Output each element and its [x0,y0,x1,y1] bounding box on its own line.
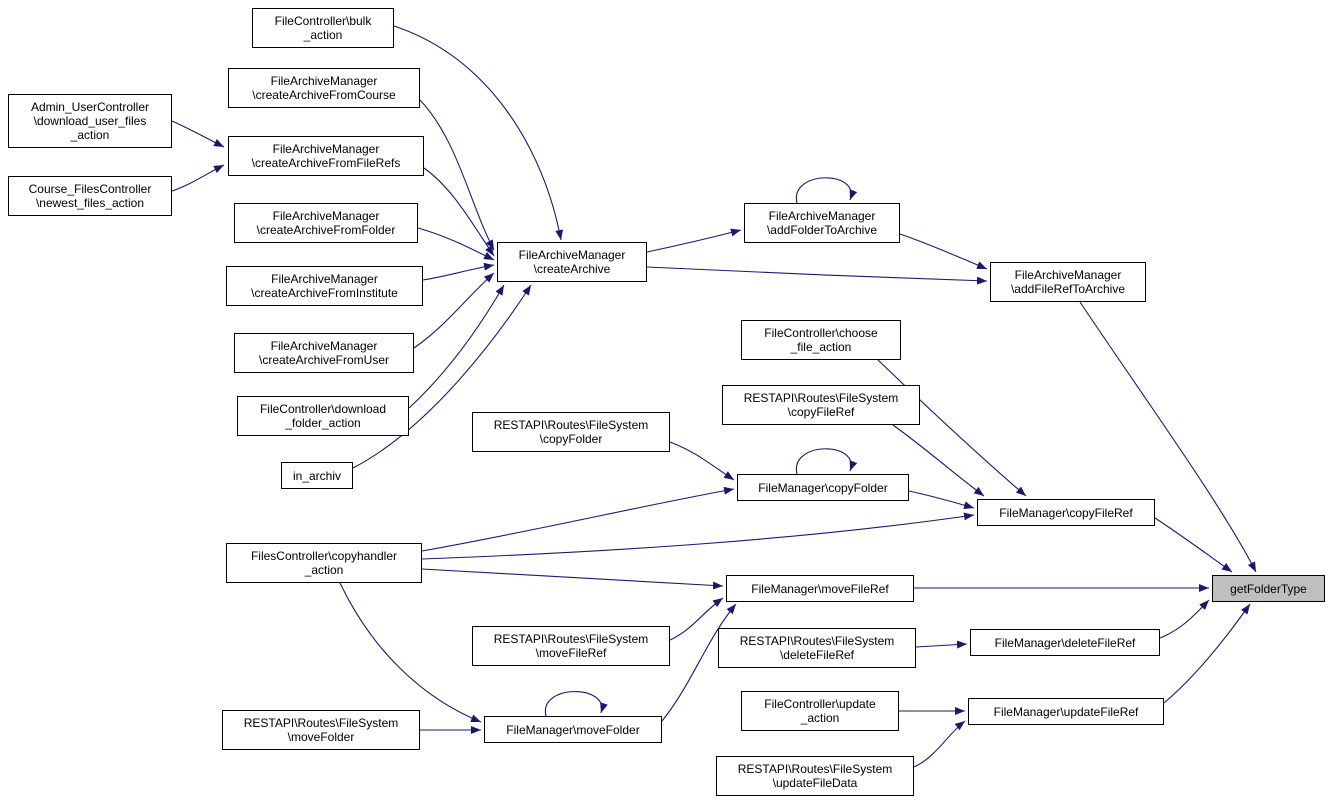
node-create-archive-from-folder[interactable]: FileArchiveManager \createArchiveFromFol… [234,203,418,243]
node-filemanager-move-folder[interactable]: FileManager\moveFolder [484,716,662,743]
node-restapi-update-file-data[interactable]: RESTAPI\Routes\FileSystem \updateFileDat… [716,756,914,796]
node-filemanager-delete-file-ref[interactable]: FileManager\deleteFileRef [970,629,1160,656]
node-create-archive-from-user[interactable]: FileArchiveManager \createArchiveFromUse… [234,333,414,373]
edge-create-archive-from-user-to-create-archive [413,272,495,349]
node-restapi-move-folder[interactable]: RESTAPI\Routes\FileSystem \moveFolder [222,710,420,750]
edge-copy-folder-self-loop [796,448,858,475]
edge-create-archive-from-institute-to-create-archive [422,262,495,281]
node-choose-file-action[interactable]: FileController\choose _file_action [741,320,901,360]
node-get-folder-type: getFolderType [1212,575,1325,602]
node-create-archive-from-institute[interactable]: FileArchiveManager \createArchiveFromIns… [226,266,423,306]
node-newest-files-action[interactable]: Course_FilesController \newest_files_act… [8,176,172,216]
edge-update-file-ref-to-get-folder-type [1163,603,1251,704]
node-create-archive-from-filerefs[interactable]: FileArchiveManager \createArchiveFromFil… [228,136,424,176]
node-create-archive-from-course[interactable]: FileArchiveManager \createArchiveFromCou… [228,68,420,108]
node-create-archive[interactable]: FileArchiveManager \createArchive [497,242,647,282]
node-restapi-copy-folder[interactable]: RESTAPI\Routes\FileSystem \copyFolder [472,412,670,452]
edge-create-archive-from-folder-to-create-archive [417,227,495,261]
edge-restapi-update-file-data-to-update-file-ref [913,720,966,768]
node-restapi-copy-file-ref[interactable]: RESTAPI\Routes\FileSystem \copyFileRef [722,385,920,425]
node-download-user-files-action[interactable]: Admin_UserController \download_user_file… [8,94,172,148]
edge-move-folder-self-loop [545,691,608,717]
edge-copy-file-ref-to-get-folder-type [1154,517,1233,573]
edge-move-folder-to-move-file-ref [661,603,737,722]
edge-restapi-copy-file-ref-to-copy-file-ref [892,424,985,497]
node-copyhandler-action[interactable]: FilesController\copyhandler _action [226,543,422,583]
edge-copy-folder-to-copy-file-ref [908,490,975,510]
node-filemanager-copy-folder[interactable]: FileManager\copyFolder [737,474,909,501]
edge-create-archive-to-add-file-ref-to-archive [646,266,988,285]
edge-bulk-action-to-create-archive [393,25,564,241]
edge-delete-file-ref-to-get-folder-type [1159,599,1210,639]
edge-create-archive-from-filerefs-to-create-archive [423,167,495,257]
node-restapi-delete-file-ref[interactable]: RESTAPI\Routes\FileSystem \deleteFileRef [718,628,916,668]
node-restapi-move-file-ref[interactable]: RESTAPI\Routes\FileSystem \moveFileRef [472,626,670,666]
edge-copyhandler-to-copy-folder [421,486,735,552]
edge-add-folder-to-archive-to-add-file-ref-to-archive [899,233,988,270]
edge-create-archive-to-add-folder-to-archive [646,228,742,253]
edge-add-folder-to-archive-self-loop [796,177,858,204]
edge-download-folder-action-to-create-archive [408,284,505,409]
edge-restapi-copy-folder-to-copy-folder [669,441,735,481]
edge-create-archive-from-course-to-create-archive [419,99,495,251]
node-bulk-action[interactable]: FileController\bulk _action [252,8,394,48]
edge-restapi-move-file-ref-to-move-file-ref [669,597,724,641]
edge-restapi-delete-file-ref-to-delete-file-ref [915,640,968,649]
edge-newest-files-to-create-archive-from-filerefs [171,164,225,192]
edge-choose-file-action-to-copy-file-ref [877,359,1027,497]
node-add-folder-to-archive[interactable]: FileArchiveManager \addFolderToArchive [744,203,900,243]
edge-download-user-files-to-create-archive-from-filerefs [171,120,225,148]
node-filemanager-copy-file-ref[interactable]: FileManager\copyFileRef [977,499,1155,526]
node-update-action[interactable]: FileController\update _action [741,691,899,731]
node-download-folder-action[interactable]: FileController\download _folder_action [237,396,409,436]
edge-add-file-ref-to-archive-to-get-folder-type [1079,301,1257,573]
edge-copyhandler-to-move-file-ref [421,568,724,590]
edge-copyhandler-to-move-folder [339,582,482,723]
node-filemanager-update-file-ref[interactable]: FileManager\updateFileRef [968,698,1164,725]
edge-copyhandler-to-copy-file-ref [421,512,975,560]
node-filemanager-move-file-ref[interactable]: FileManager\moveFileRef [726,575,914,602]
node-add-file-ref-to-archive[interactable]: FileArchiveManager \addFileRefToArchive [990,262,1146,302]
edge-in-archiv-to-create-archive [352,284,532,469]
node-in-archiv[interactable]: in_archiv [281,462,353,489]
